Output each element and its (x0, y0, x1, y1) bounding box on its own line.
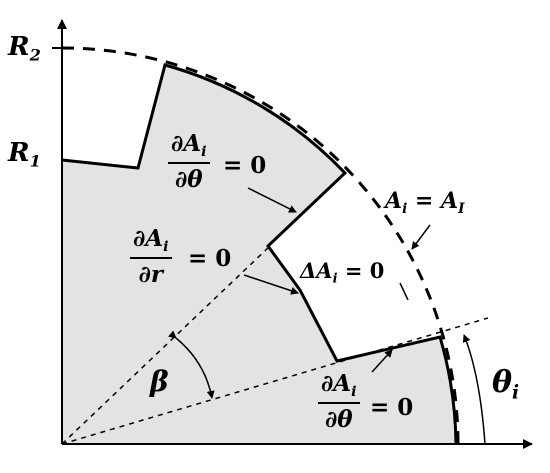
arrow-ai-eq (411, 224, 431, 250)
top-fraction: ∂Ai ∂θ (168, 130, 210, 193)
mid-fraction: ∂Ai ∂r (130, 225, 172, 288)
top-fraction-eq: = 0 (223, 152, 267, 179)
ai-equals-ai-label: Ai = AI (385, 188, 465, 217)
beta-label: β (150, 365, 169, 398)
theta-angle-arc (462, 334, 486, 445)
r2-label: R2 (8, 32, 41, 65)
mid-derivative-fraction: ∂Ai ∂r = 0 (130, 225, 231, 288)
arrow-mid-derivative (243, 274, 299, 295)
inner-boundary (61, 63, 458, 445)
bottom-derivative-fraction: ∂Ai ∂θ = 0 (318, 370, 413, 433)
ray-theta-i (61, 317, 489, 445)
top-derivative-fraction: ∂Ai ∂θ = 0 (168, 130, 266, 193)
mid-fraction-eq: = 0 (188, 245, 232, 272)
ray-inner (61, 245, 271, 445)
arrow-delta-ai (399, 282, 409, 301)
beta-angle-arc (168, 330, 215, 399)
shaded-region (62, 65, 456, 444)
bottom-fraction: ∂Ai ∂θ (318, 370, 360, 433)
theta-i-label: θi (492, 365, 520, 404)
arrow-bottom-derivative (371, 349, 393, 373)
r1-label: R1 (8, 138, 41, 171)
bottom-fraction-eq: = 0 (370, 394, 414, 421)
outer-arc-r2 (61, 46, 460, 445)
arrow-top-derivative (247, 187, 297, 213)
delta-ai-label: ΔAi = 0 (300, 258, 385, 287)
